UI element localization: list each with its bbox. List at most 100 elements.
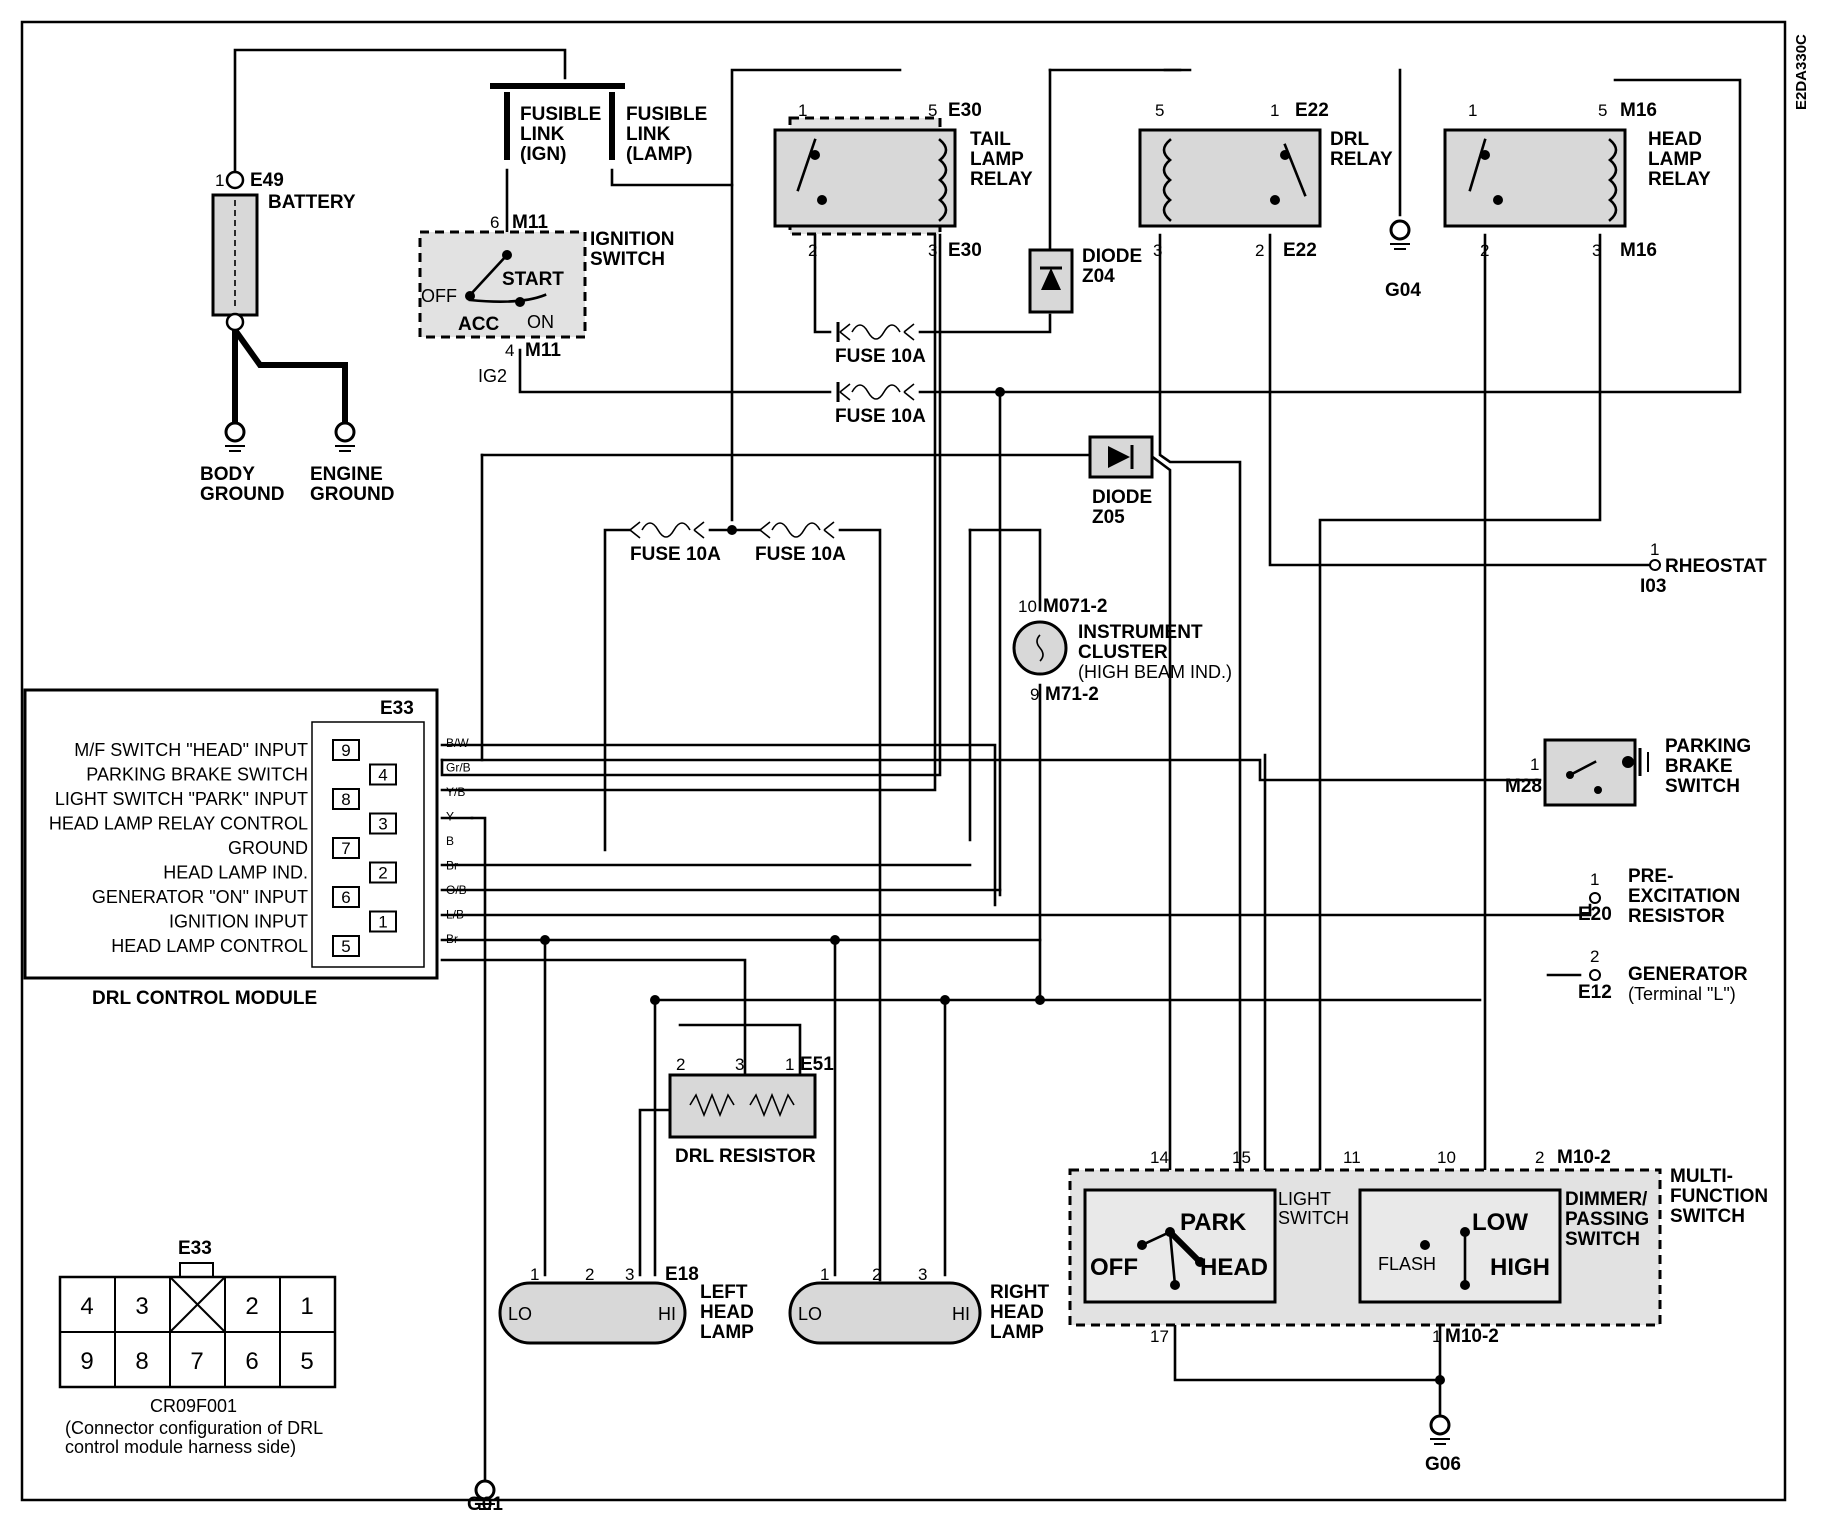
left-pin-2: 2	[585, 1265, 594, 1284]
cluster-pin-bottom: 9	[1030, 685, 1039, 704]
right-pin-3: 3	[918, 1265, 927, 1284]
conn-view-label: E33	[178, 1238, 212, 1259]
drl-control-module	[23, 688, 439, 980]
right-head-lamp	[788, 1281, 982, 1345]
drl-module-rows: M/F SWITCH "HEAD" INPUT 9 B/W PARKING BRAKE…	[49, 736, 471, 957]
tail-conn-top: E30	[948, 100, 982, 121]
drl-module-conn: E33	[380, 698, 414, 719]
battery-pin: 1	[215, 171, 224, 190]
fuse-label-2: FUSE 10A	[835, 406, 926, 427]
g04-label: G04	[1385, 280, 1421, 301]
mf-pin-11: 11	[1343, 1148, 1361, 1167]
module-row-label: GENERATOR "ON" INPUT	[92, 887, 308, 907]
connector-cell-bottom: 5	[300, 1348, 313, 1375]
mf-conn-top: M10-2	[1557, 1147, 1611, 1168]
module-row-label: M/F SWITCH "HEAD" INPUT	[74, 740, 308, 760]
pbs-conn: M28	[1505, 776, 1542, 797]
left-pin-1: 1	[530, 1265, 539, 1284]
battery-label: BATTERY	[268, 192, 356, 213]
module-wire-color: Y	[446, 810, 454, 824]
right-pin-2: 2	[872, 1265, 881, 1284]
mf-low: LOW	[1472, 1209, 1528, 1236]
cluster-pin-top: 10	[1018, 597, 1037, 616]
battery: 1 E49 BATTERY	[211, 170, 356, 332]
mf-pin-17: 17	[1150, 1327, 1169, 1346]
module-pin-box	[332, 935, 360, 957]
parking-brake-switch	[1543, 738, 1649, 807]
module-pin-box	[332, 837, 360, 859]
rheostat-label: RHEOSTAT	[1665, 556, 1767, 577]
tail-lamp-relay: 1 5 2 3	[773, 101, 957, 260]
tail-conn-bottom: E30	[948, 240, 982, 261]
tail-pin-2: 2	[808, 241, 817, 260]
right-hi: HI	[952, 1304, 970, 1324]
ign-conn-bottom: M11	[525, 340, 561, 361]
head-relay-pin-5: 5	[1598, 101, 1607, 120]
ign-conn-top: M11	[512, 212, 548, 233]
generator-pin: 2	[1590, 947, 1599, 966]
connector-cell-bottom: 7	[190, 1348, 203, 1375]
connector-cell-bottom: 6	[245, 1348, 258, 1375]
module-row-label: GROUND	[228, 838, 308, 858]
mf-park: PARK	[1180, 1209, 1247, 1236]
mf-flash: FLASH	[1378, 1254, 1436, 1274]
diode-z04	[1028, 248, 1074, 314]
module-row-label: LIGHT SWITCH "PARK" INPUT	[55, 789, 308, 809]
pre-exc-conn: E20	[1578, 904, 1612, 925]
module-row-label: IGNITION INPUT	[169, 912, 308, 932]
generator-sub: (Terminal "L")	[1628, 984, 1736, 1004]
mf-head: HEAD	[1200, 1254, 1268, 1281]
module-pin-number: 5	[341, 937, 350, 956]
module-wire-color: B/W	[446, 736, 469, 750]
wires	[232, 48, 1742, 1492]
module-wire-color: O/B	[446, 883, 467, 897]
right-pin-1: 1	[820, 1265, 829, 1284]
conn-view-part: CR09F001	[150, 1396, 237, 1416]
junction-dots	[540, 387, 1445, 1385]
multifunction-switch	[1068, 1168, 1662, 1327]
module-pin-number: 9	[341, 741, 350, 760]
module-wire-color: Br	[446, 932, 458, 946]
module-wire-color: Gr/B	[446, 761, 471, 775]
module-pin-number: 6	[341, 888, 350, 907]
drl-pin-1: 1	[1270, 101, 1279, 120]
drl-conn-top: E22	[1295, 100, 1329, 121]
left-head-lamp	[498, 1281, 687, 1345]
drl-pin-2: 2	[1255, 241, 1264, 260]
connector-cell-top: 1	[300, 1293, 313, 1320]
module-wire-color: Y/B	[446, 785, 465, 799]
left-lo: LO	[508, 1304, 532, 1324]
drl-pin-3: 3	[1153, 241, 1162, 260]
module-pin-number: 3	[378, 815, 387, 834]
connector-cell-top: 4	[80, 1293, 93, 1320]
cluster-sub: (HIGH BEAM IND.)	[1078, 662, 1232, 682]
mf-pin-2: 2	[1535, 1148, 1544, 1167]
ign-ig2: IG2	[478, 366, 507, 386]
module-pin-box	[369, 910, 397, 933]
head-relay-pin-3: 3	[1592, 241, 1601, 260]
drl-res-label: DRL RESISTOR	[675, 1146, 816, 1167]
module-row-label: HEAD LAMP IND.	[163, 863, 308, 883]
module-pin-box	[369, 861, 397, 884]
cluster-conn-top: M071-2	[1043, 596, 1107, 617]
pbs-pin: 1	[1530, 755, 1539, 774]
g01-label: G01	[467, 1494, 503, 1515]
module-row-label: PARKING BRAKE SWITCH	[86, 765, 308, 785]
module-pin-box	[369, 763, 397, 786]
battery-connector: E49	[250, 170, 284, 191]
ign-pin-bottom: 4	[505, 341, 514, 360]
drl-resistor	[668, 1073, 817, 1139]
generator-conn: E12	[1578, 982, 1612, 1003]
drl-res-conn: E51	[800, 1054, 834, 1075]
